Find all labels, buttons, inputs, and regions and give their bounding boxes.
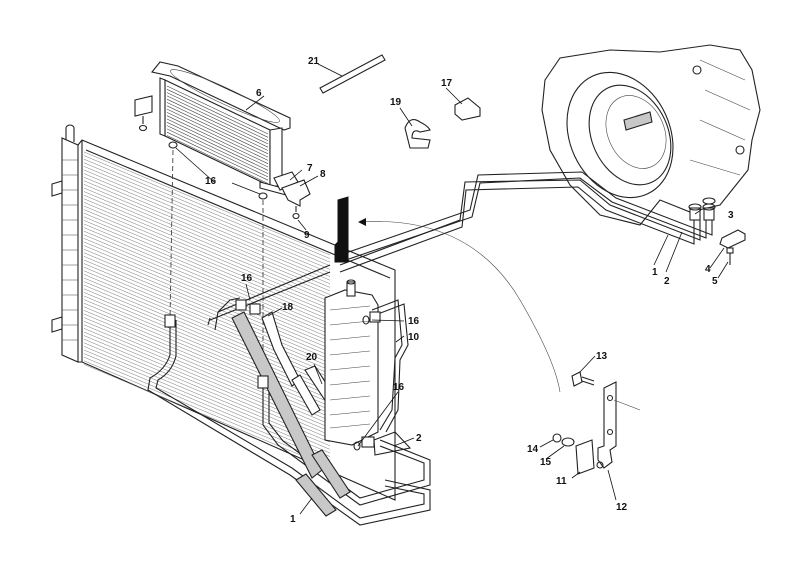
bracket-assembly [552,371,641,475]
radiator-fin [83,176,331,281]
radiator-fin [83,356,331,461]
radiator-fin [83,266,331,371]
callout-3: 3 [728,210,734,221]
radiator-fin [83,256,331,360]
callout-10: 10 [408,332,420,343]
radiator-fin [83,248,331,353]
radiator-fin [83,263,331,367]
callout-16d: 16 [393,382,405,393]
callout-6: 6 [256,88,262,99]
radiator-fin [83,155,331,259]
callout-21: 21 [308,56,320,67]
clamp-4-bolt-5 [719,229,746,265]
callout-20: 20 [306,352,318,363]
callout-9: 9 [304,230,310,241]
callout-18: 18 [282,302,294,313]
callout-2-left: 2 [416,433,422,444]
radiator-fin [83,302,331,407]
radiator-fin [83,241,331,346]
routing-arrow [359,221,561,393]
radiator-fin [83,173,331,277]
radiator-fin [83,198,331,303]
radiator-fin [83,166,331,270]
callout-4: 4 [705,264,711,275]
radiator-fin [83,191,331,295]
radiator-fin [83,212,331,317]
radiator-fin [83,306,331,411]
callout-17: 17 [441,78,453,89]
radiator-fin [83,310,331,414]
radiator-fin [83,299,331,403]
callout-16c: 16 [408,316,420,327]
radiator-fin [83,252,331,357]
radiator-fin [83,209,331,313]
radiator-fin [83,259,331,364]
radiator-fin [83,169,331,274]
radiator-fin [83,180,331,285]
bracket-7-8 [273,171,311,220]
callout-2-right: 2 [664,276,670,287]
radiator-fin [83,353,331,457]
callout-labels: 21 6 16 7 8 9 19 17 3 1 2 4 5 16 18 16 1… [205,56,734,525]
radiator-fin [83,223,331,328]
radiator-fin [83,158,331,263]
radiator-fin [83,162,331,267]
radiator-fin [83,184,331,288]
radiator-fin [83,151,331,256]
transmission [541,44,761,226]
radiator-fin [83,220,331,324]
radiator-fin [83,295,331,400]
radiator-fin [83,313,331,418]
radiator-fin [83,349,331,454]
radiator-fin [83,227,331,331]
radiator-fin [83,234,331,339]
callout-16b: 16 [241,273,253,284]
radiator-fin [83,187,331,292]
radiator-fin [83,205,331,310]
callout-5: 5 [712,276,718,287]
callout-16a: 16 [205,176,217,187]
radiator-fin [83,194,331,299]
callout-1-left: 1 [290,514,296,525]
callout-15: 15 [540,457,552,468]
radiator-fin [83,230,331,335]
expansion-tank [324,279,412,456]
leaders [175,63,729,515]
callout-13: 13 [596,351,608,362]
clip-19 [404,119,431,149]
callout-12: 12 [616,502,628,513]
alignment-line [169,149,174,321]
callout-19: 19 [390,97,402,108]
foam-strip-21 [319,54,386,94]
callout-1-right: 1 [652,267,658,278]
radiator-fin [83,216,331,321]
radiator-fin [83,245,331,349]
spacer-block [334,196,349,263]
radiator-fin [83,270,331,375]
callout-11: 11 [556,476,567,487]
radiator-fin [83,364,331,468]
lower-pipes [147,297,431,526]
radiator [51,124,396,501]
radiator-fin [83,360,331,465]
callout-14: 14 [527,444,539,455]
oil-cooler [134,61,291,200]
callout-8: 8 [320,169,326,180]
arrow-head-icon [358,218,366,226]
callout-7: 7 [307,163,313,174]
radiator-fin [83,238,331,342]
